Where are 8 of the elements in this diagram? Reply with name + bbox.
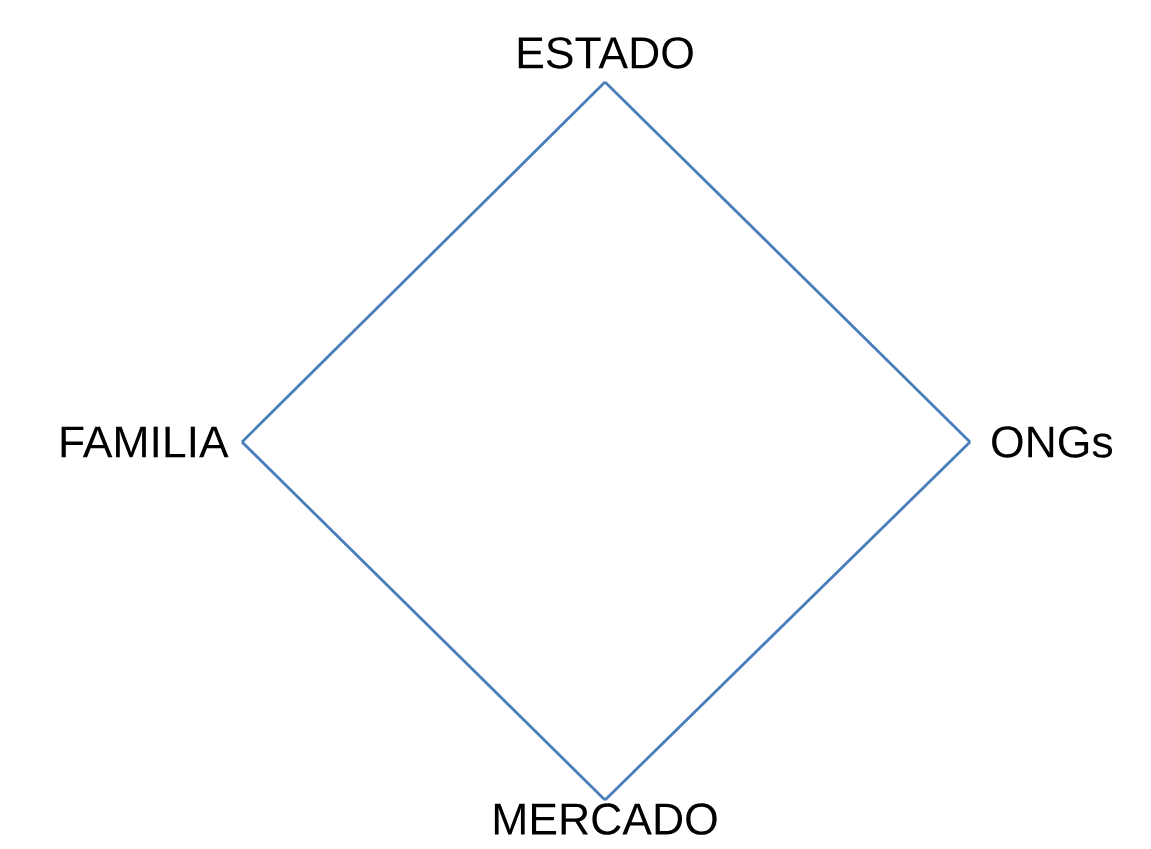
vertex-label: FAMILIA [61, 426, 229, 458]
line [241, 81, 606, 443]
vertex-label: ESTADO [518, 37, 693, 69]
vertex-label: MERCADO [494, 803, 717, 835]
vertex-label: ONGs [992, 426, 1113, 458]
line [604, 81, 971, 443]
line [241, 441, 606, 801]
line [604, 441, 971, 801]
